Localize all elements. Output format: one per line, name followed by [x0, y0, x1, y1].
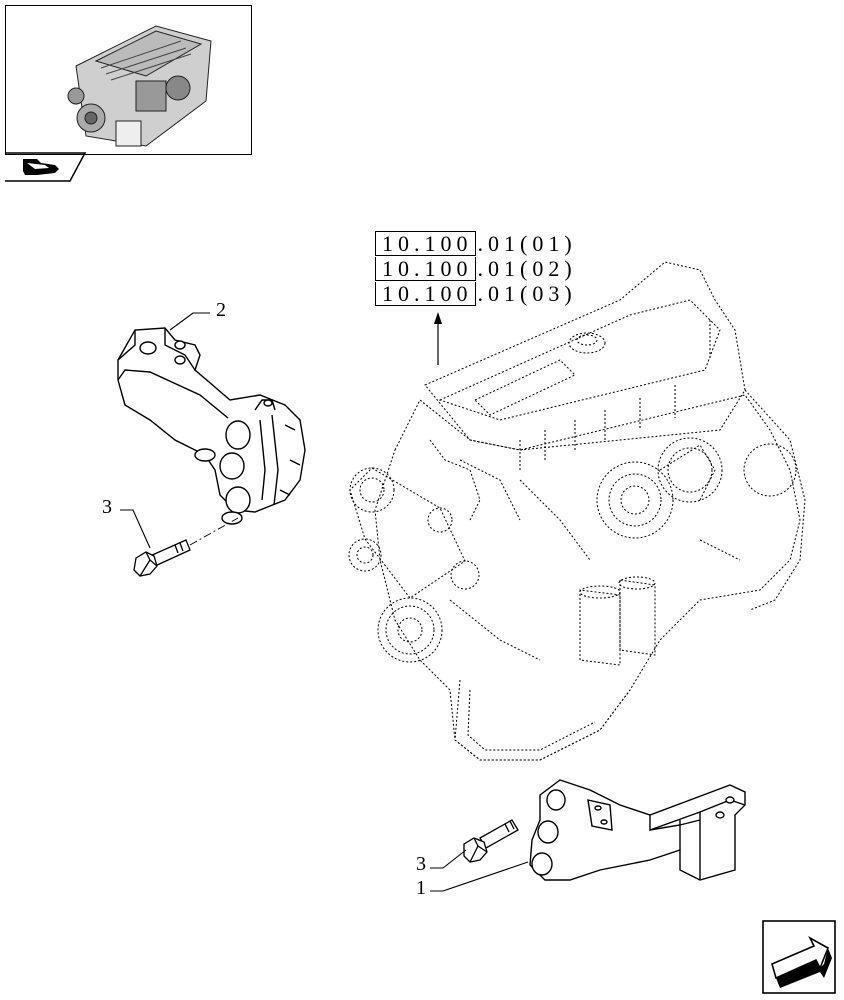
engine-thumbnail: [67, 25, 212, 147]
reference-suffix: .01(03): [477, 281, 577, 306]
reference-leader-arrow: [434, 312, 442, 365]
reference-table: 10.100 .01(01) 10.100 .01(02) 10.100 .01…: [375, 231, 577, 306]
callout-bolt-upper: 3: [102, 496, 112, 518]
engine-phantom: [348, 261, 806, 761]
lower-bracket: [529, 779, 746, 881]
reference-suffix: .01(02): [477, 256, 577, 281]
reference-row[interactable]: 10.100 .01(02): [375, 256, 577, 281]
callout-bracket-lower: 1: [416, 877, 426, 899]
reference-main: 10.100: [375, 281, 476, 306]
upper-bolt: [133, 539, 191, 577]
thumbnail-frame: [5, 5, 252, 155]
lower-bolt: [463, 819, 519, 863]
callout-bracket-upper: 2: [216, 299, 226, 321]
next-page-arrow-icon[interactable]: [762, 920, 836, 994]
reference-row[interactable]: 10.100 .01(03): [375, 281, 577, 306]
thumbnail-tab[interactable]: [5, 152, 87, 182]
callout-leaders: [120, 312, 529, 892]
bolt-centerline: [189, 517, 239, 546]
hand-pointer-icon: [23, 159, 59, 175]
upper-bracket: [117, 327, 306, 525]
callout-bolt-lower: 3: [416, 853, 426, 875]
reference-main: 10.100: [375, 231, 476, 256]
reference-row[interactable]: 10.100 .01(01): [375, 231, 577, 256]
reference-suffix: .01(01): [477, 231, 577, 256]
reference-main: 10.100: [375, 256, 476, 281]
